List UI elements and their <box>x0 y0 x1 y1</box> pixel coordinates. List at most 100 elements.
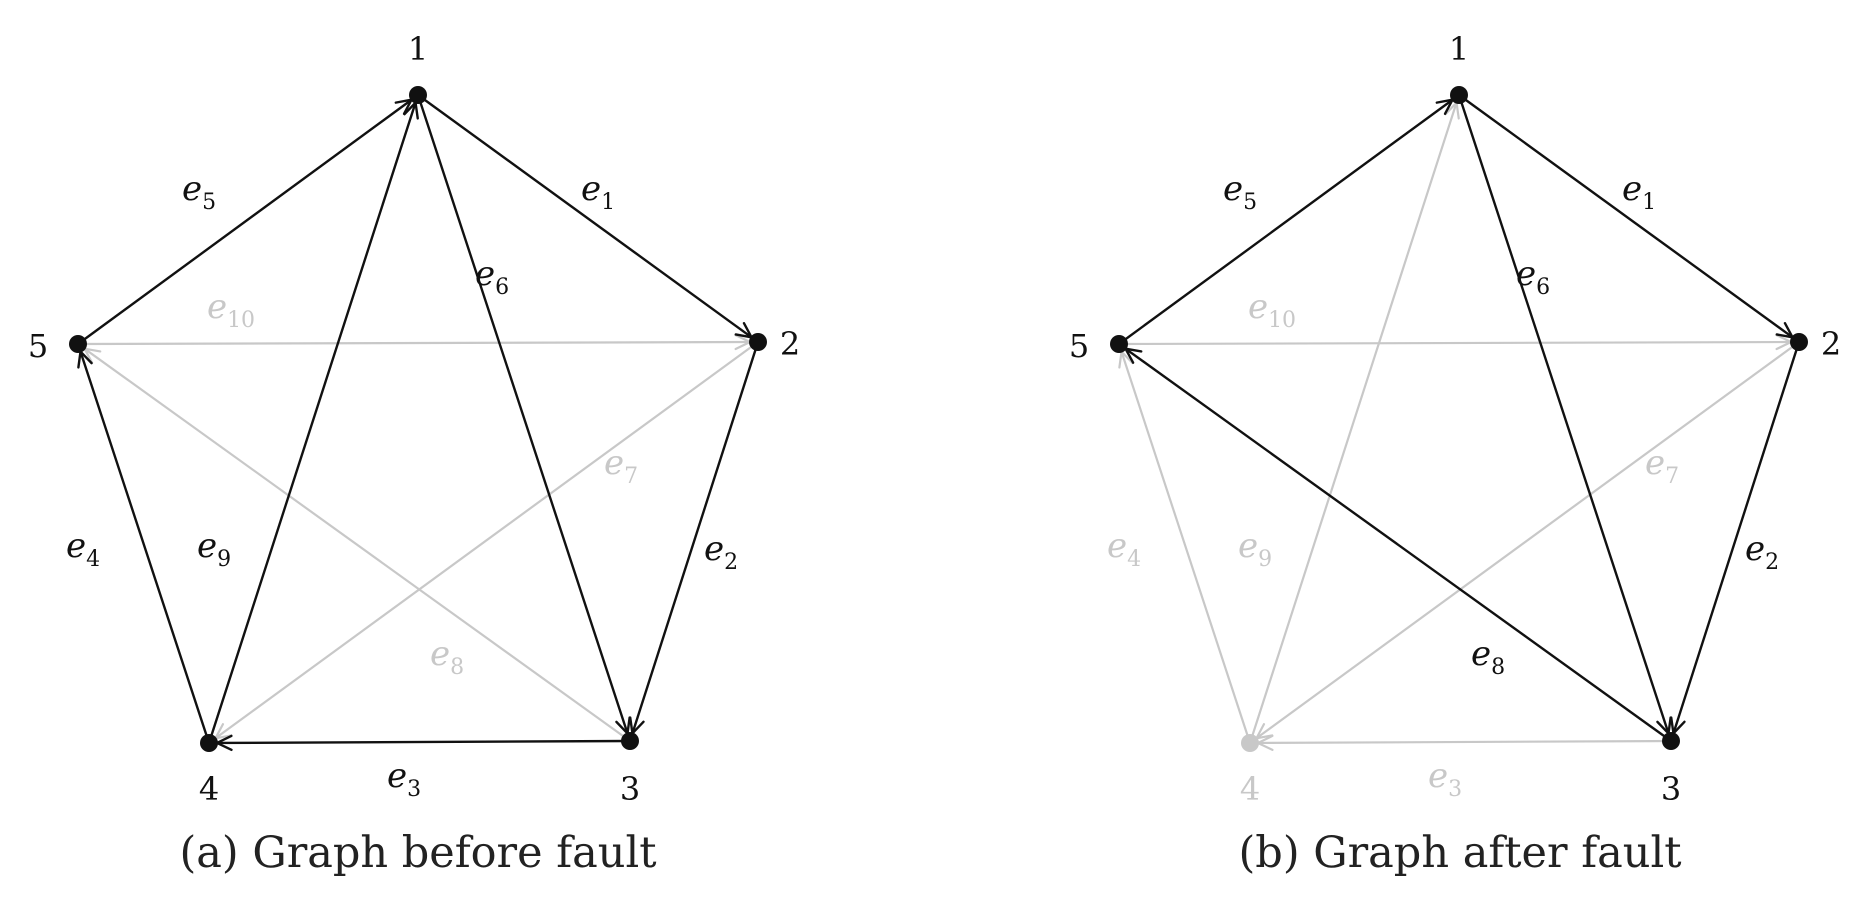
node-label-4: 4 <box>199 770 219 808</box>
edge-line-e3 <box>216 739 631 745</box>
edge-e9: e9 <box>1238 101 1460 744</box>
edge-label-e4: e4 <box>1107 526 1141 572</box>
edge-line-e10 <box>77 340 751 346</box>
edge-line-e7 <box>214 341 759 740</box>
edge-line-e2 <box>631 341 760 734</box>
node-3: 3 <box>1661 732 1681 808</box>
node-5: 5 <box>28 327 87 365</box>
node-dot-2 <box>1790 333 1808 351</box>
edge-label-e9: e9 <box>197 526 231 572</box>
node-1: 1 <box>1449 30 1469 104</box>
node-label-3: 3 <box>620 770 640 808</box>
edge-e3: e3 <box>215 734 631 802</box>
edge-label-e1: e1 <box>581 169 615 215</box>
edge-e3: e3 <box>1256 734 1672 802</box>
edge-e2: e2 <box>629 341 760 735</box>
node-label-4: 4 <box>1240 770 1260 808</box>
node-dot-4 <box>1241 734 1259 752</box>
node-label-2: 2 <box>1821 325 1841 363</box>
node-4: 4 <box>199 734 219 808</box>
edge-label-e4: e4 <box>66 526 100 572</box>
edge-line-e9 <box>207 102 417 744</box>
node-4: 4 <box>1240 734 1260 808</box>
edge-line-e6 <box>416 94 629 734</box>
node-label-5: 5 <box>1069 327 1089 365</box>
edge-label-e5: e5 <box>182 169 216 215</box>
node-dot-5 <box>69 335 87 353</box>
active-edges: e1 e2 e5 e6 e8 <box>1118 94 1801 742</box>
panel-b-graph-after-fault: e3 e4 e7 e9 e10 e1 e2 e5 e6 e8 1 2 3 4 5 <box>1069 30 1841 808</box>
node-label-5: 5 <box>28 327 48 365</box>
node-1: 1 <box>408 30 428 104</box>
edge-e10: e10 <box>77 287 752 351</box>
edge-label-e3: e3 <box>387 756 421 802</box>
edge-e8: e8 <box>83 347 631 742</box>
edge-label-e9: e9 <box>1238 526 1272 572</box>
edge-label-e7: e7 <box>1645 443 1679 489</box>
edge-label-e10: e10 <box>207 287 255 333</box>
edge-label-e7: e7 <box>604 443 638 489</box>
node-2: 2 <box>749 325 800 363</box>
edge-e1: e1 <box>1458 94 1794 339</box>
edge-line-e8 <box>83 347 631 742</box>
edge-label-e2: e2 <box>704 529 738 575</box>
edge-label-e1: e1 <box>1622 169 1656 215</box>
edge-e4: e4 <box>66 350 211 744</box>
edge-e8: e8 <box>1124 347 1672 742</box>
edge-line-e2 <box>1672 341 1801 734</box>
edge-e10: e10 <box>1118 287 1793 351</box>
edge-e2: e2 <box>1670 341 1801 735</box>
node-dot-4 <box>200 734 218 752</box>
node-dot-1 <box>409 86 427 104</box>
node-label-2: 2 <box>780 325 800 363</box>
node-dot-1 <box>1450 86 1468 104</box>
edge-label-e5: e5 <box>1223 169 1257 215</box>
edge-line-e4 <box>1120 351 1252 744</box>
edge-e1: e1 <box>417 94 753 339</box>
edge-line-e5 <box>1118 98 1454 345</box>
edge-e9: e9 <box>197 101 419 744</box>
nodes: 1 2 3 4 5 <box>1069 30 1841 808</box>
node-dot-3 <box>621 732 639 750</box>
faded-edges: e3 e4 e7 e9 e10 <box>1107 101 1800 802</box>
node-label-1: 1 <box>408 30 428 68</box>
faded-edges: e7 e8 e10 <box>77 287 759 742</box>
node-label-1: 1 <box>1449 30 1469 68</box>
active-edges: e1 e2 e3 e4 e5 e6 e9 <box>66 94 760 802</box>
edge-line-e8 <box>1124 347 1672 742</box>
edge-label-e6: e6 <box>475 254 509 300</box>
node-3: 3 <box>620 732 640 808</box>
edge-line-e7 <box>1255 341 1800 740</box>
edge-label-e3: e3 <box>1428 756 1462 802</box>
edge-line-e4 <box>79 351 211 744</box>
caption-b: (b) Graph after fault <box>1239 828 1682 878</box>
edge-label-e6: e6 <box>1516 254 1550 300</box>
panel-a-graph-before-fault: e7 e8 e10 e1 e2 e3 e4 e5 e6 e9 1 2 3 4 5 <box>28 30 800 808</box>
edge-label-e10: e10 <box>1248 287 1296 333</box>
node-dot-5 <box>1110 335 1128 353</box>
edge-e4: e4 <box>1107 350 1252 744</box>
node-5: 5 <box>1069 327 1128 365</box>
edge-line-e1 <box>417 94 753 339</box>
node-label-3: 3 <box>1661 770 1681 808</box>
edge-line-e3 <box>1257 739 1672 745</box>
edge-label-e8: e8 <box>430 634 464 680</box>
edge-e5: e5 <box>1118 98 1454 345</box>
edge-e7: e7 <box>214 341 759 740</box>
edge-label-e8: e8 <box>1471 634 1505 680</box>
edge-line-e10 <box>1118 340 1792 346</box>
edge-line-e5 <box>77 98 413 345</box>
edge-arrowhead-e8 <box>83 347 102 364</box>
edge-line-e9 <box>1248 102 1458 744</box>
edge-label-e2: e2 <box>1745 529 1779 575</box>
caption-a: (a) Graph before fault <box>179 828 656 878</box>
edge-line-e1 <box>1458 94 1794 339</box>
edge-e7: e7 <box>1255 341 1800 740</box>
node-dot-3 <box>1662 732 1680 750</box>
node-dot-2 <box>749 333 767 351</box>
edge-line-e6 <box>1457 94 1670 734</box>
node-2: 2 <box>1790 325 1841 363</box>
edge-e5: e5 <box>77 98 413 345</box>
nodes: 1 2 3 4 5 <box>28 30 800 808</box>
